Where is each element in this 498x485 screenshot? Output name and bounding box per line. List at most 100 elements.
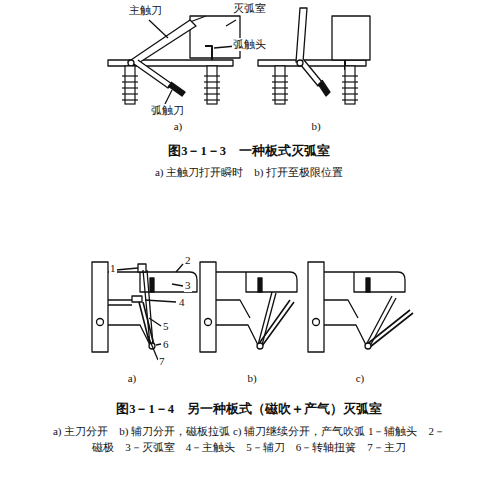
lower-bus [108, 325, 150, 345]
insulator-fin [204, 99, 220, 100]
insulator-fin [122, 87, 138, 88]
insulator-fin [342, 75, 358, 76]
bolt [313, 319, 320, 326]
insulator-fin [272, 99, 288, 100]
leader-line [149, 20, 168, 38]
callout-number: 4 [178, 296, 186, 309]
part-label: 弧触头 [232, 38, 267, 51]
main-blade [296, 8, 307, 62]
figure-2c [308, 262, 413, 352]
figure-2b [200, 262, 297, 352]
arc-chamber [332, 16, 370, 60]
arc-blade-tip [318, 80, 330, 96]
leader-line [145, 300, 176, 302]
insulator-fin [204, 93, 220, 94]
busbar [216, 300, 250, 318]
base-bar [258, 60, 366, 66]
bolt [97, 319, 104, 326]
insulator-body [345, 66, 355, 104]
figure-a-switch [108, 16, 240, 104]
insulator-fin [272, 87, 288, 88]
insulator-fin [122, 81, 138, 82]
insulator-post [122, 66, 138, 104]
callout-number: 6 [162, 338, 170, 351]
magnetic-pole [150, 278, 154, 292]
insulator-fin [122, 75, 138, 76]
part-label: 弧触刀 [150, 104, 185, 117]
callout-number: 3 [184, 279, 192, 292]
callout-number: 1 [109, 262, 117, 275]
figure-caption: 图3－1－4 另一种板式（磁吹＋产气）灭弧室 [115, 402, 383, 417]
main-contact [132, 296, 142, 302]
magnetic-pole [366, 278, 370, 292]
insulator-fin [272, 75, 288, 76]
leader-line [156, 344, 161, 345]
busbar [324, 300, 358, 318]
callout-number: 5 [162, 320, 170, 333]
pivot-spring [365, 343, 371, 349]
part-label: 主触刀 [128, 4, 163, 17]
insulator-fin [342, 93, 358, 94]
insulator-fin [272, 81, 288, 82]
insulator-fin [272, 93, 288, 94]
leader-line [165, 90, 172, 104]
insulator-fin [204, 87, 220, 88]
leader-line [116, 268, 138, 270]
insulator-fin [342, 87, 358, 88]
arc-contact [205, 46, 212, 60]
arc-chamber [216, 272, 297, 292]
leader-line [226, 20, 236, 26]
insulator-post [342, 66, 358, 104]
aux-blade [258, 292, 276, 345]
arc-chamber-edge [190, 16, 206, 22]
insulator-fin [122, 99, 138, 100]
figure-caption: 图3－1－3 一种板式灭弧室 [167, 144, 331, 159]
part-label: 灭弧室 [232, 2, 267, 15]
insulator-body [125, 66, 135, 104]
leader-line [148, 336, 158, 360]
main-blade [139, 302, 154, 345]
magnetic-pole [258, 278, 262, 292]
arc-chamber [324, 272, 405, 292]
subfigure-label: a) [127, 372, 138, 385]
arc-blade [134, 60, 172, 88]
base-bar [108, 60, 233, 66]
main-blade [128, 20, 196, 66]
main-blade [258, 300, 294, 346]
figure-2a [92, 262, 197, 360]
main-blade [366, 310, 413, 347]
callout-number: 2 [184, 254, 192, 267]
subfigure-label: c) [355, 372, 366, 385]
subfigure-label: a) [173, 120, 184, 133]
lower-bus [324, 325, 366, 345]
subfigure-label: b) [246, 372, 257, 385]
bolt [205, 319, 212, 326]
lower-bus [216, 325, 258, 345]
leader-line [176, 264, 183, 272]
insulator-fin [342, 81, 358, 82]
callout-number: 7 [158, 355, 166, 368]
leader-line [149, 318, 161, 326]
insulator-post [204, 66, 220, 104]
insulator-body [275, 66, 285, 104]
hinge [297, 60, 303, 66]
arc-chamber [108, 272, 197, 292]
insulator-fin [204, 81, 220, 82]
figure-subcaption: a) 主刀分开 b) 辅刀分开，磁板拉弧 c) 辅刀继续分开，产气吹弧 1－辅触… [48, 424, 450, 456]
base-panel [92, 262, 108, 352]
figure-subcaption: a) 主触刀打开瞬时 b) 打开至极限位置 [154, 166, 344, 179]
subfigure-label: b) [310, 120, 321, 133]
leader-line [172, 284, 183, 286]
pivot-spring [257, 343, 263, 349]
arc-chamber [190, 16, 240, 58]
insulator-post [272, 66, 288, 104]
insulator-fin [342, 99, 358, 100]
base-panel [308, 262, 324, 352]
hinge [128, 60, 134, 66]
base-panel [200, 262, 216, 352]
insulator-fin [122, 93, 138, 94]
aux-contact [138, 264, 146, 272]
insulator-fin [204, 75, 220, 76]
insulator-body [207, 66, 217, 104]
busbar [108, 300, 132, 305]
